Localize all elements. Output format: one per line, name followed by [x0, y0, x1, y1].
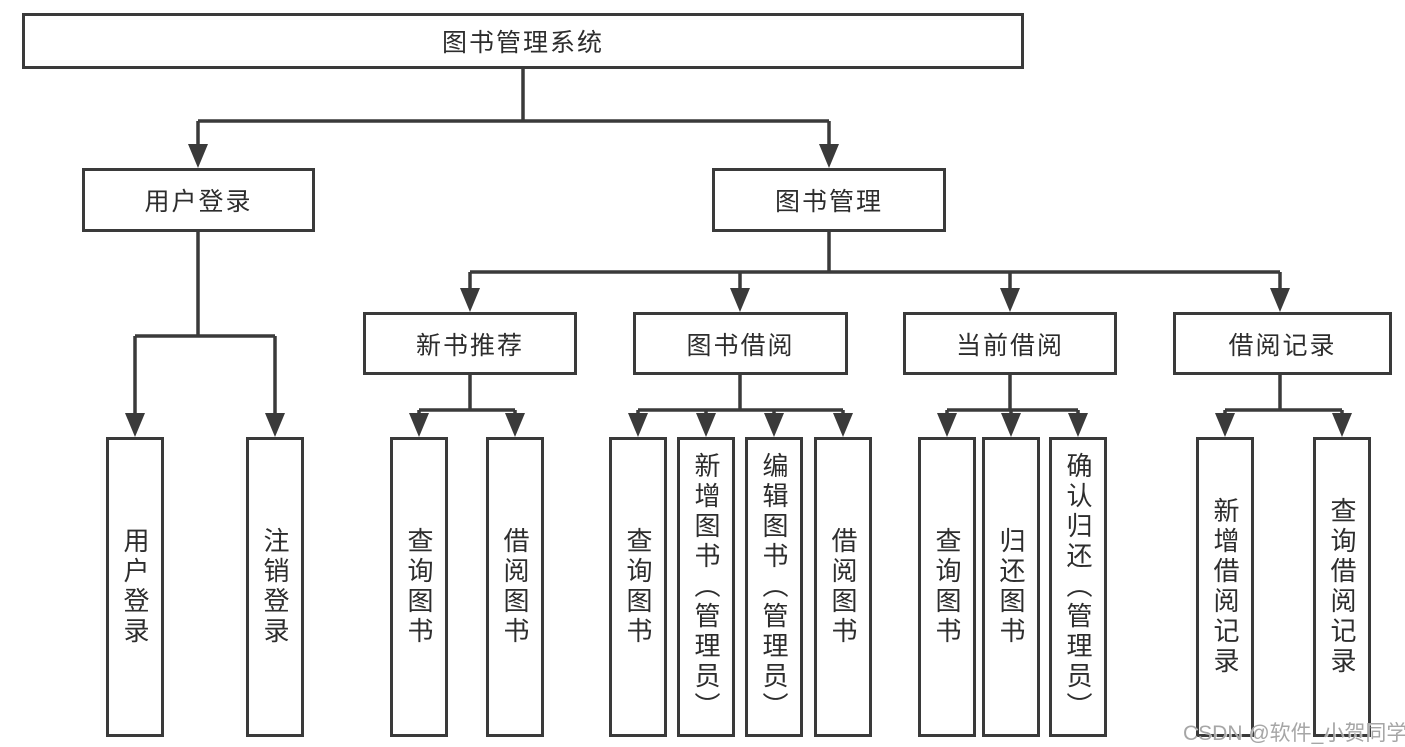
leaf-cb-return-books: 归还图书	[982, 437, 1040, 737]
leaf-br-query-record-label: 查询借阅记录	[1327, 497, 1357, 677]
leaf-bb-query-books: 查询图书	[609, 437, 667, 737]
leaf-cb-query-books: 查询图书	[918, 437, 976, 737]
leaf-nb-query-books: 查询图书	[390, 437, 448, 737]
leaf-logout: 注销登录	[246, 437, 304, 737]
leaf-user-login-label: 用户登录	[120, 527, 150, 647]
leaf-br-add-record-label: 新增借阅记录	[1210, 497, 1240, 677]
leaf-bb-borrow-books: 借阅图书	[814, 437, 872, 737]
node-borrowing-records: 借阅记录	[1173, 312, 1392, 375]
leaf-bb-edit-books-admin: 编辑图书（管理员）	[745, 437, 803, 737]
leaf-cb-confirm-return-admin: 确认归还（管理员）	[1049, 437, 1107, 737]
leaf-logout-label: 注销登录	[260, 527, 290, 647]
leaf-bb-add-books-admin-label: 新增图书（管理员）	[691, 452, 721, 722]
node-new-book-recommend: 新书推荐	[363, 312, 577, 375]
leaf-nb-borrow-books: 借阅图书	[486, 437, 544, 737]
node-library-system: 图书管理系统	[22, 13, 1024, 69]
leaf-bb-add-books-admin: 新增图书（管理员）	[677, 437, 735, 737]
node-book-borrowing: 图书借阅	[633, 312, 848, 375]
node-user-login: 用户登录	[82, 168, 315, 232]
leaf-cb-confirm-return-admin-label: 确认归还（管理员）	[1063, 452, 1093, 722]
leaf-nb-borrow-books-label: 借阅图书	[500, 527, 530, 647]
leaf-user-login: 用户登录	[106, 437, 164, 737]
leaf-bb-borrow-books-label: 借阅图书	[828, 527, 858, 647]
leaf-br-query-record: 查询借阅记录	[1313, 437, 1371, 737]
node-book-management: 图书管理	[712, 168, 946, 232]
node-current-borrowing: 当前借阅	[903, 312, 1117, 375]
csdn-watermark: CSDN @软件_小贺同学	[1183, 722, 1405, 745]
leaf-bb-query-books-label: 查询图书	[623, 527, 653, 647]
leaf-br-add-record: 新增借阅记录	[1196, 437, 1254, 737]
leaf-nb-query-books-label: 查询图书	[404, 527, 434, 647]
leaf-cb-return-books-label: 归还图书	[996, 527, 1026, 647]
leaf-bb-edit-books-admin-label: 编辑图书（管理员）	[759, 452, 789, 722]
leaf-cb-query-books-label: 查询图书	[932, 527, 962, 647]
